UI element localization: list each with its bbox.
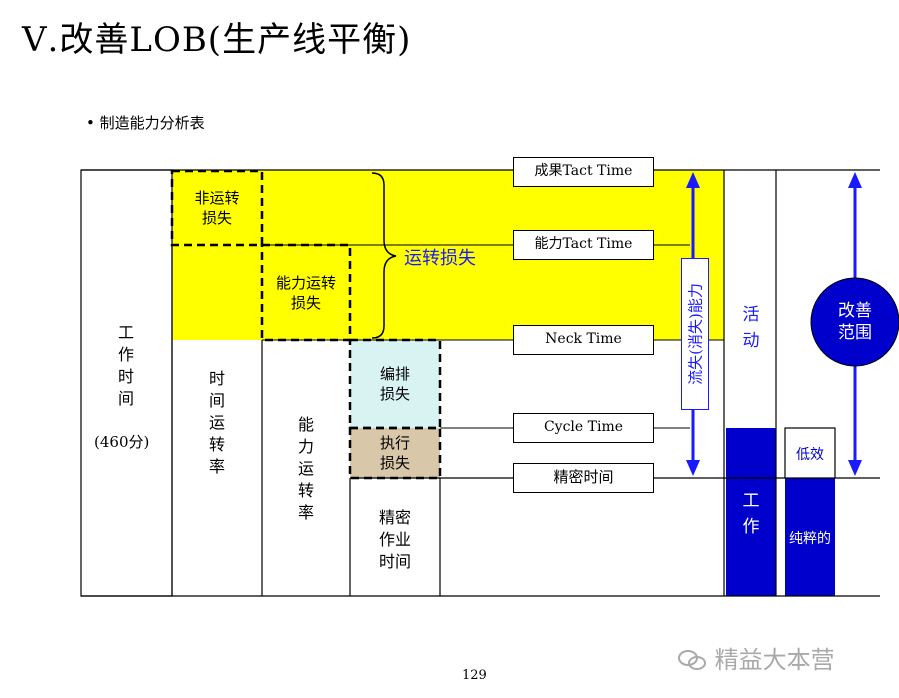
- activity-label: 活 动: [742, 305, 760, 351]
- operating-loss-label: 运转损失: [404, 248, 476, 269]
- cycle-time-box: Cycle Time: [513, 413, 654, 443]
- pure-blue-block: [785, 478, 835, 596]
- flow-loss-capacity-label: 流失(消失)能力: [681, 258, 709, 410]
- capacity-tact-time-box: 能力Tact Time: [513, 230, 654, 260]
- precision-work-time-label: 精密 作业 时间: [378, 508, 411, 571]
- precision-time-box: 精密时间: [513, 463, 654, 493]
- non-operating-loss-label: 非运转 损失: [194, 189, 240, 227]
- neck-time-box: Neck Time: [513, 325, 654, 355]
- capacity-operating-loss-label: 能力运转 损失: [275, 274, 336, 312]
- work-blue-block: [726, 428, 776, 596]
- result-tact-time-box: 成果Tact Time: [513, 157, 654, 187]
- pure-label: 纯粹的: [789, 531, 831, 547]
- capacity-utilization-label: 能 力 运 转 率: [297, 415, 314, 522]
- subtitle: • 制造能力分析表: [86, 114, 205, 132]
- scheduling-loss-label: 编排 损失: [379, 365, 410, 403]
- work-time-amount: (460分): [94, 433, 150, 451]
- work-label: 工 作: [742, 491, 760, 537]
- wechat-icon: [677, 648, 707, 672]
- work-time-label: 工 作 时 间: [117, 323, 134, 408]
- scheduling-loss-box: [350, 340, 440, 428]
- watermark: 精益大本营: [677, 640, 835, 675]
- page-number: 129: [462, 668, 487, 683]
- execution-loss-box: [350, 428, 440, 478]
- execution-loss-label: 执行 损失: [379, 434, 410, 472]
- time-utilization-label: 时 间 运 转 率: [208, 369, 225, 476]
- page-title: Ⅴ.改善LOB(生产线平衡): [22, 20, 412, 60]
- low-efficiency-label: 低效: [796, 447, 824, 463]
- improvement-scope-label: 改善 范围: [838, 301, 872, 343]
